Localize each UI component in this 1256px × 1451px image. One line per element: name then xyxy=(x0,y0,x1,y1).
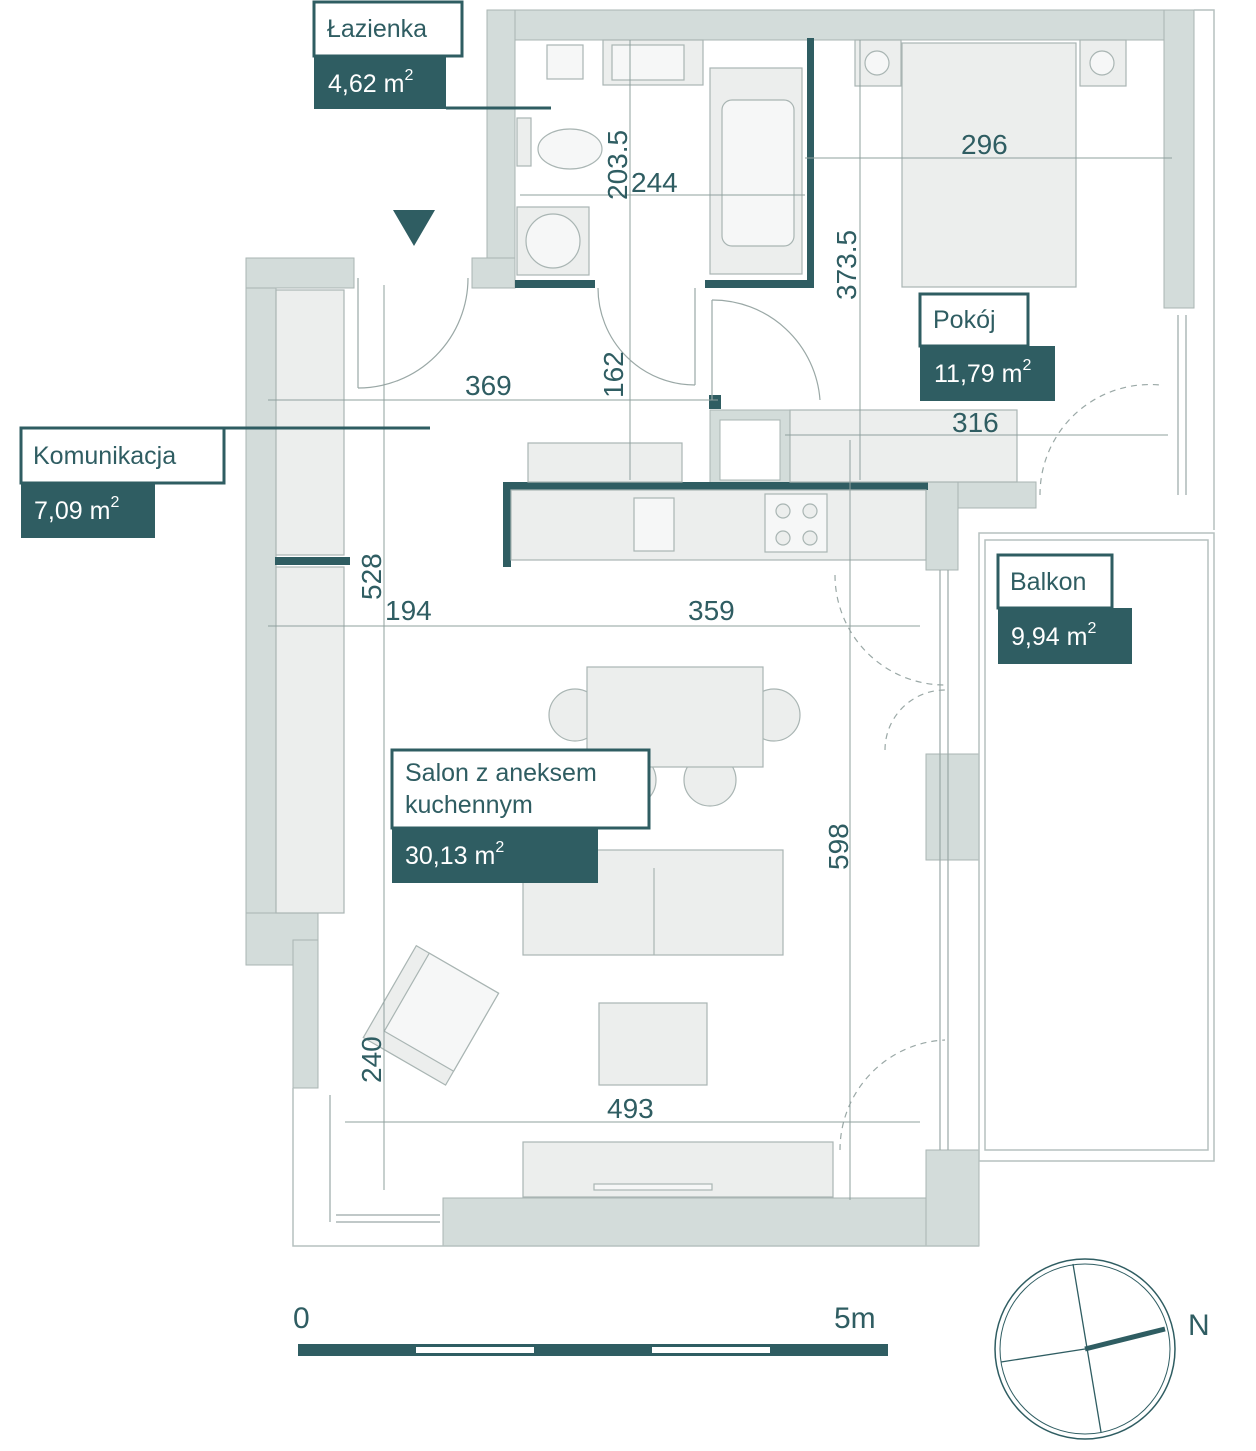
balcony-outline xyxy=(978,532,1215,1162)
room-area: 7,09 m xyxy=(34,497,110,525)
svg-text:11,79 m2: 11,79 m2 xyxy=(934,357,1031,388)
wall-right-upper xyxy=(1163,9,1195,309)
dim-316: 316 xyxy=(952,407,999,438)
toilet-tank xyxy=(516,117,532,167)
svg-text:30,13 m2: 30,13 m2 xyxy=(405,839,504,870)
wall-entry-corner xyxy=(471,257,516,289)
room-name-line2: kuchennym xyxy=(405,791,533,819)
dim-203-5: 203.5 xyxy=(602,130,633,200)
dim-240: 240 xyxy=(356,1036,387,1083)
svg-text:7,09 m2: 7,09 m2 xyxy=(34,494,119,525)
bed xyxy=(901,42,1077,288)
room-label-lazienka: Łazienka 4,62 m2 xyxy=(312,0,551,110)
entrance-arrow-icon xyxy=(393,210,435,246)
dim-373-5: 373.5 xyxy=(831,230,862,300)
svg-text:4,62 m2: 4,62 m2 xyxy=(328,67,413,98)
room-name: Pokój xyxy=(933,306,996,334)
dim-493: 493 xyxy=(607,1093,654,1124)
wall-left xyxy=(245,257,277,914)
svg-text:9,94 m2: 9,94 m2 xyxy=(1011,620,1096,651)
furniture xyxy=(275,39,1127,1198)
dim-162: 162 xyxy=(598,351,629,398)
dim-296: 296 xyxy=(961,129,1008,160)
wall-left-step xyxy=(292,939,319,1089)
room-area: 11,79 m xyxy=(934,360,1022,388)
dim-528: 528 xyxy=(356,553,387,600)
hallway-wardrobe xyxy=(275,289,345,556)
scale-end: 5m xyxy=(834,1302,876,1335)
room-area: 4,62 m xyxy=(328,70,404,98)
wall-left-top xyxy=(245,257,355,289)
area-sup: 2 xyxy=(110,494,119,511)
doors xyxy=(329,277,1187,1223)
room-name: Balkon xyxy=(1010,568,1086,596)
wall-top xyxy=(486,9,1195,41)
kitchen-counter xyxy=(510,489,927,561)
area-sup: 2 xyxy=(1087,620,1096,637)
room-label-balkon: Balkon 9,94 m2 xyxy=(996,553,1132,664)
room-name: Komunikacja xyxy=(33,442,176,470)
dim-598: 598 xyxy=(823,823,854,870)
wall-right-mid xyxy=(925,481,959,571)
dim-194: 194 xyxy=(385,595,432,626)
room-label-salon: Salon z aneksem kuchennym 30,13 m2 xyxy=(390,748,651,883)
wardrobe xyxy=(789,409,1018,483)
wall-bottom xyxy=(442,1197,980,1247)
coffee-table xyxy=(598,1002,708,1086)
room-name-line1: Salon z aneksem xyxy=(405,759,597,787)
compass-icon: N xyxy=(994,1258,1210,1440)
room-name: Łazienka xyxy=(327,15,427,43)
room-label-komunikacja: Komunikacja 7,09 m2 xyxy=(19,426,430,538)
area-sup: 2 xyxy=(495,839,504,856)
dimension-lines xyxy=(268,40,1172,1200)
room-area: 9,94 m xyxy=(1011,623,1087,651)
area-sup: 2 xyxy=(404,67,413,84)
wall-pillar xyxy=(925,753,980,861)
dim-359: 359 xyxy=(688,595,735,626)
scale-start: 0 xyxy=(293,1302,310,1335)
room-area: 30,13 m xyxy=(405,842,495,870)
wall-bath-left xyxy=(486,9,516,289)
scale-bar: 0 5m xyxy=(293,1302,888,1356)
toilet-bowl xyxy=(537,128,603,170)
wall-bottom-right xyxy=(925,1149,980,1247)
dim-244: 244 xyxy=(631,167,678,198)
dim-369: 369 xyxy=(465,370,512,401)
dimension-texts: 203.5 244 296 373.5 369 162 316 528 194 … xyxy=(356,129,1008,1124)
outline xyxy=(292,9,1215,1247)
compass-north: N xyxy=(1188,1309,1210,1342)
dark-walls xyxy=(275,38,928,567)
wall-right-mid2 xyxy=(957,481,1037,509)
area-sup: 2 xyxy=(1022,357,1031,374)
room-label-pokoj: Pokój 11,79 m2 xyxy=(918,292,1055,401)
